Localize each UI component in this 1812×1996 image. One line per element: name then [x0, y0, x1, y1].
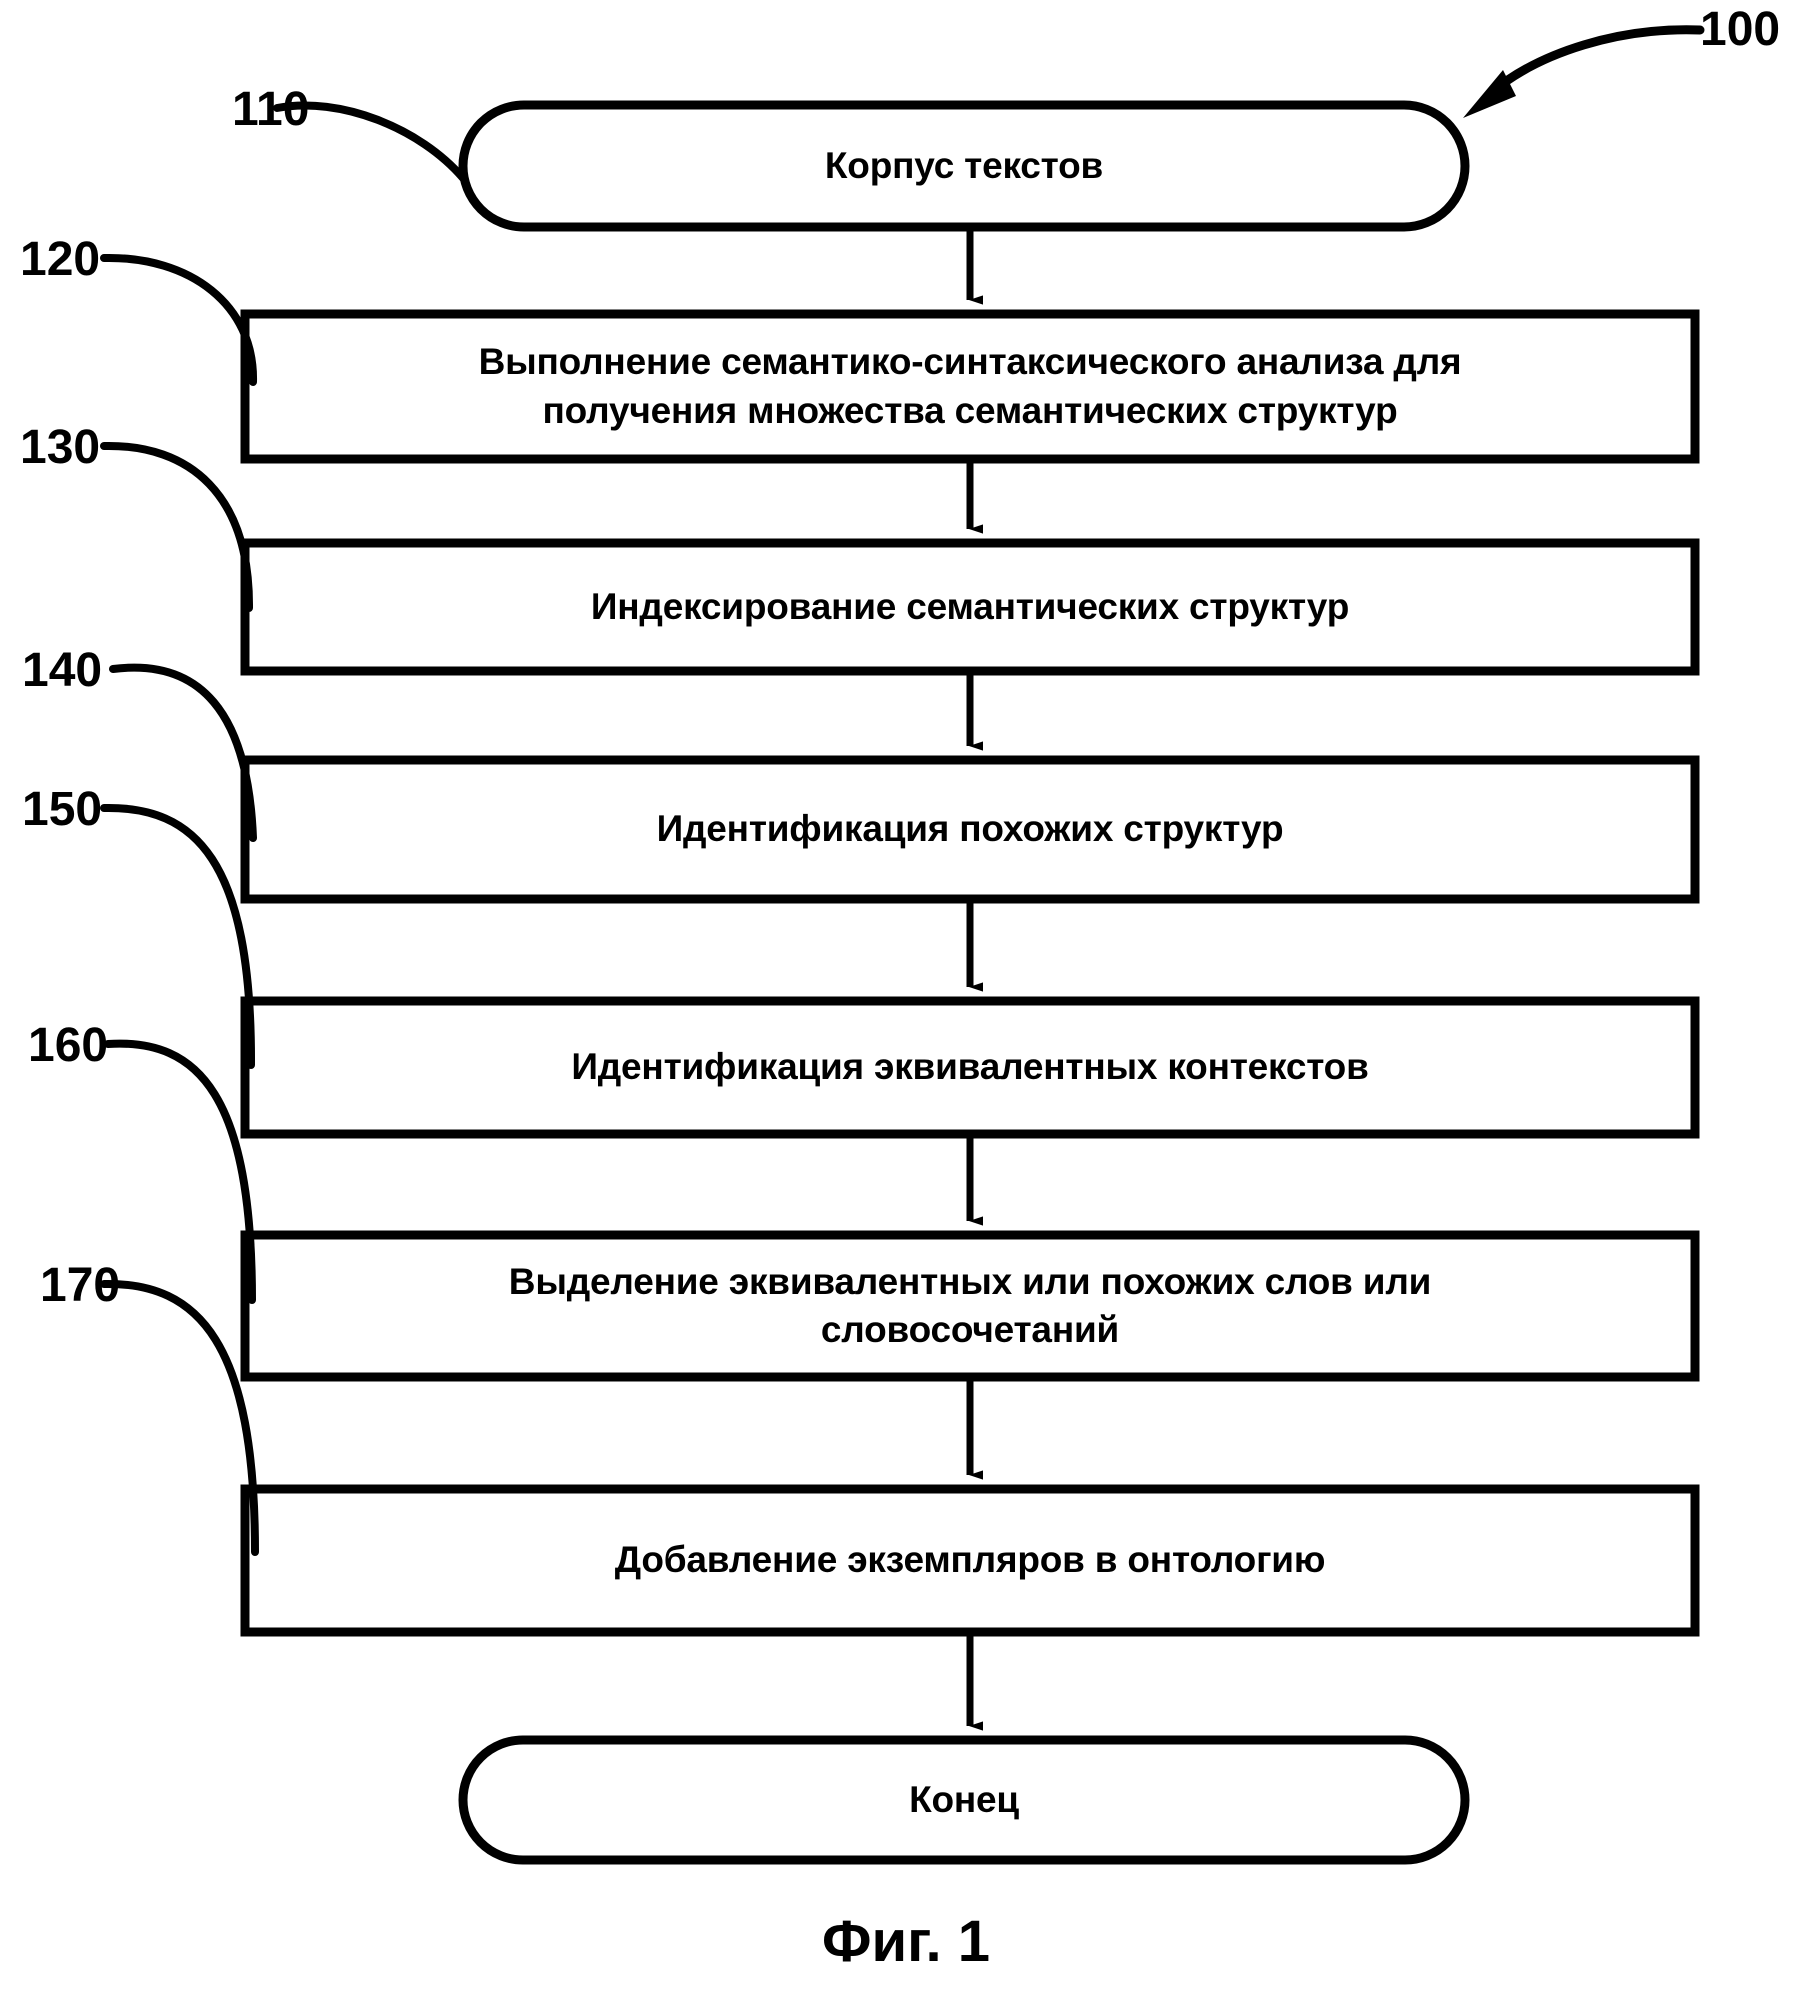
node-label-140: Идентификация похожих структур — [656, 808, 1284, 850]
ref-number-110: 110 — [232, 83, 310, 136]
leader-140 — [109, 663, 257, 842]
ref-number-100: 100 — [1700, 3, 1781, 56]
leader-170 — [100, 1279, 259, 1556]
node-shape-end — [458, 1735, 1470, 1865]
node-label-150: Идентификация эквивалентных контекстов — [571, 1046, 1369, 1088]
ref-number-170: 170 — [40, 1259, 121, 1312]
node-label-130: Индексирование семантических структур — [590, 585, 1350, 627]
leader-150 — [100, 803, 256, 1069]
leader-100 — [1463, 25, 1705, 118]
leader-160 — [104, 1039, 256, 1304]
leader-130 — [100, 441, 254, 612]
ref-leaders — [100, 101, 467, 1556]
figure-caption: Фиг. 1 — [822, 1909, 990, 1974]
ref-number-130: 130 — [20, 421, 101, 474]
node-label-110: Корпус текстов — [824, 144, 1104, 186]
ref-number-150: 150 — [22, 783, 103, 836]
node-label-160: Выделение эквивалентных или похожих слов… — [508, 1260, 1432, 1350]
node-label-end: Конец — [909, 1778, 1019, 1820]
ref-number-140: 140 — [22, 644, 103, 697]
node-label-170: Добавление экземпляров в онтологию — [614, 1539, 1326, 1581]
ref-number-160: 160 — [28, 1019, 109, 1072]
node-label-120: Выполнение семантико-синтаксического ана… — [478, 341, 1462, 431]
leader-120 — [100, 253, 258, 386]
leader-110 — [273, 101, 467, 182]
node-shape-110 — [458, 100, 1470, 232]
ref-number-120: 120 — [20, 233, 101, 286]
